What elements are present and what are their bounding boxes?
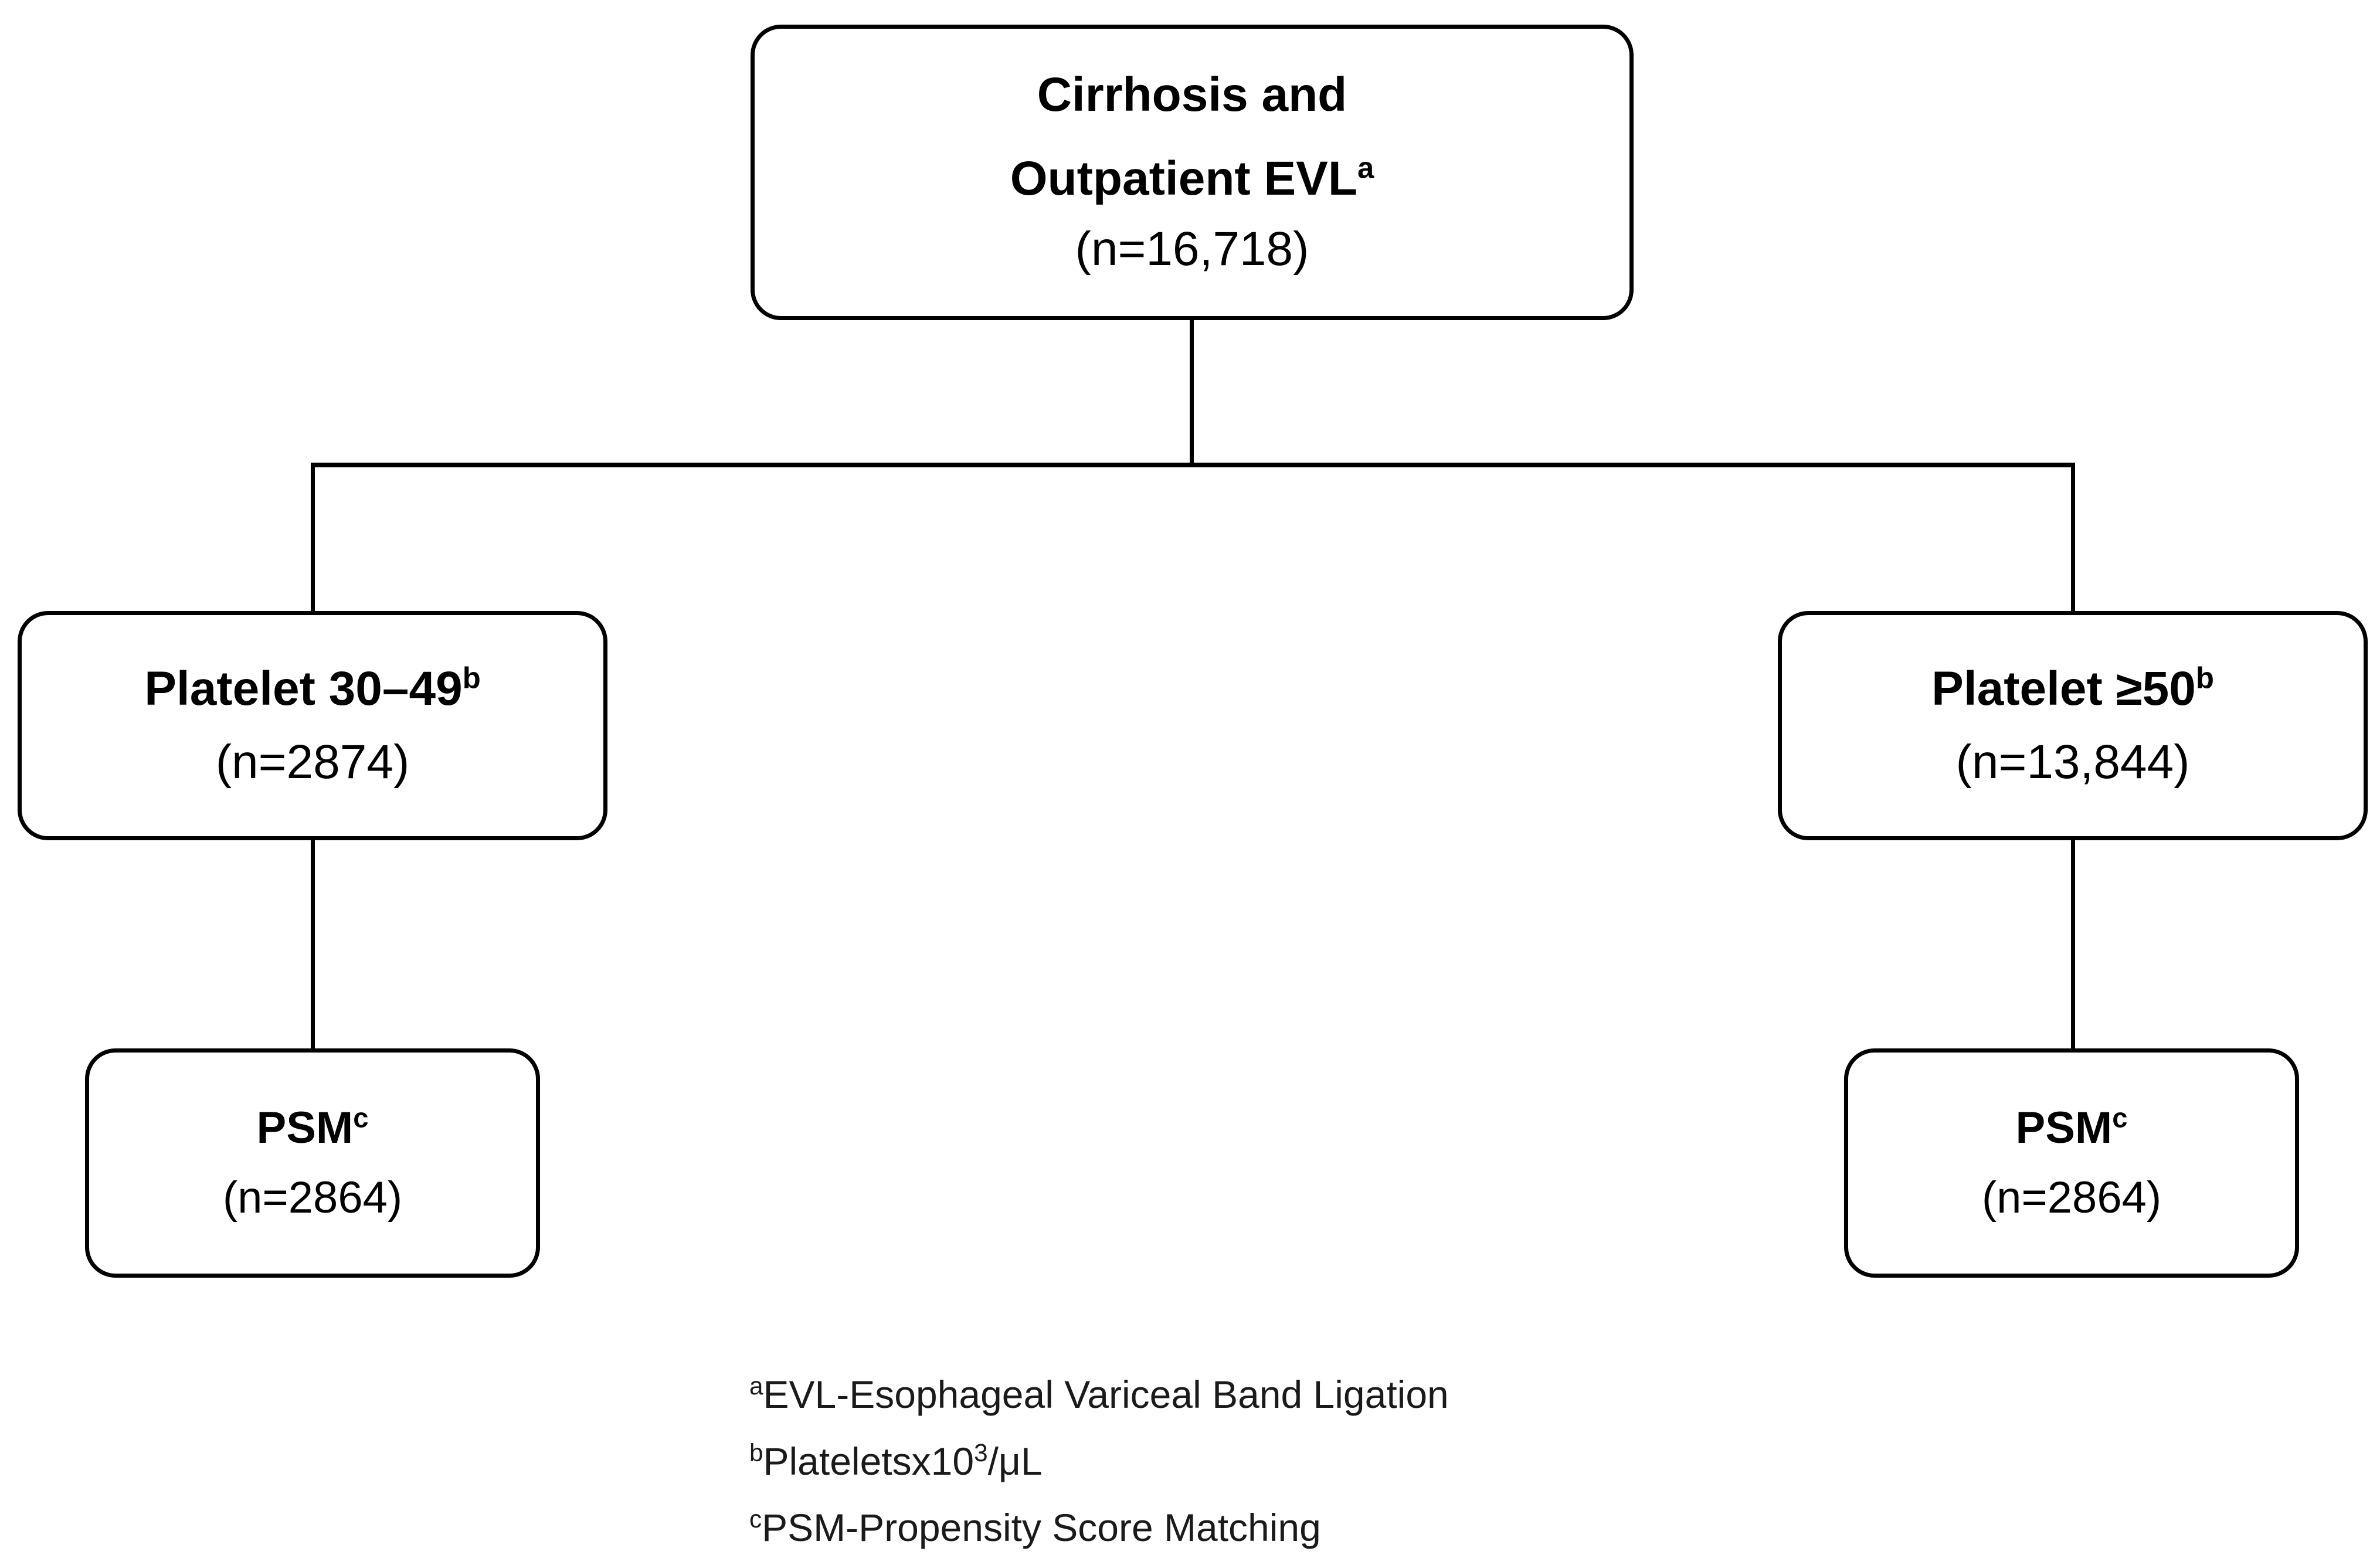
node-psm-high-title-superscript: c bbox=[2112, 1102, 2128, 1133]
node-low-count: (n=2874) bbox=[215, 735, 410, 789]
footnote-a-text: EVL-Esophageal Variceal Band Ligation bbox=[763, 1373, 1449, 1416]
connector-split-bar bbox=[311, 463, 2075, 467]
node-root-title-superscript: a bbox=[1357, 151, 1374, 185]
node-psm-low-count: (n=2864) bbox=[222, 1172, 403, 1223]
node-cirrhosis-outpatient-evl: Cirrhosis and Outpatient EVLa (n=16,718) bbox=[751, 25, 1634, 320]
footnote-c-marker: c bbox=[749, 1505, 762, 1533]
footnote-b-exponent: 3 bbox=[974, 1438, 988, 1466]
node-platelet-30-49: Platelet 30–49b (n=2874) bbox=[18, 611, 607, 840]
node-psm-high-title-text: PSM bbox=[2015, 1102, 2113, 1153]
node-psm-low-title: PSMc bbox=[257, 1099, 369, 1157]
node-psm-low-title-superscript: c bbox=[353, 1102, 369, 1133]
node-low-title: Platelet 30–49b bbox=[144, 658, 481, 721]
footnote-a: aEVL-Esophageal Variceal Band Ligation bbox=[749, 1362, 1746, 1428]
footnote-c-text: PSM-Propensity Score Matching bbox=[762, 1506, 1321, 1550]
connector-low-to-psm bbox=[311, 839, 315, 1050]
node-psm-high-count: (n=2864) bbox=[1981, 1172, 2162, 1223]
connector-high-to-psm bbox=[2071, 839, 2075, 1050]
node-platelet-ge-50: Platelet ≥50b (n=13,844) bbox=[1778, 611, 2368, 840]
connector-root-to-low bbox=[311, 463, 315, 613]
node-high-title-text: Platelet ≥50 bbox=[1931, 661, 2196, 715]
node-low-title-text: Platelet 30–49 bbox=[144, 661, 463, 715]
node-high-title-superscript: b bbox=[2195, 661, 2214, 695]
footnote-b-text-after: /μL bbox=[987, 1439, 1043, 1483]
node-root-title-line2: Outpatient EVLa bbox=[1010, 148, 1374, 211]
node-psm-low-platelet: PSMc (n=2864) bbox=[85, 1048, 540, 1278]
node-psm-high-platelet: PSMc (n=2864) bbox=[1844, 1048, 2299, 1278]
footnote-b: bPlateletsx103/μL bbox=[749, 1428, 1746, 1495]
connector-root-stem bbox=[1190, 320, 1194, 467]
footnotes-block: aEVL-Esophageal Variceal Band Ligation b… bbox=[749, 1362, 1746, 1561]
node-psm-low-title-text: PSM bbox=[256, 1102, 354, 1153]
node-psm-high-title: PSMc bbox=[2016, 1099, 2128, 1157]
footnote-b-text-before: Plateletsx10 bbox=[763, 1439, 975, 1483]
connector-root-to-high bbox=[2071, 463, 2075, 613]
node-root-count: (n=16,718) bbox=[1075, 222, 1309, 276]
node-root-title-line2-text: Outpatient EVL bbox=[1010, 151, 1357, 205]
node-high-title: Platelet ≥50b bbox=[1931, 658, 2214, 721]
footnote-b-marker: b bbox=[749, 1438, 763, 1466]
footnote-c: cPSM-Propensity Score Matching bbox=[749, 1495, 1746, 1561]
node-low-title-superscript: b bbox=[462, 661, 481, 695]
node-high-count: (n=13,844) bbox=[1955, 735, 2190, 789]
node-root-title-line1: Cirrhosis and bbox=[1037, 68, 1347, 122]
footnote-a-marker: a bbox=[749, 1372, 763, 1400]
